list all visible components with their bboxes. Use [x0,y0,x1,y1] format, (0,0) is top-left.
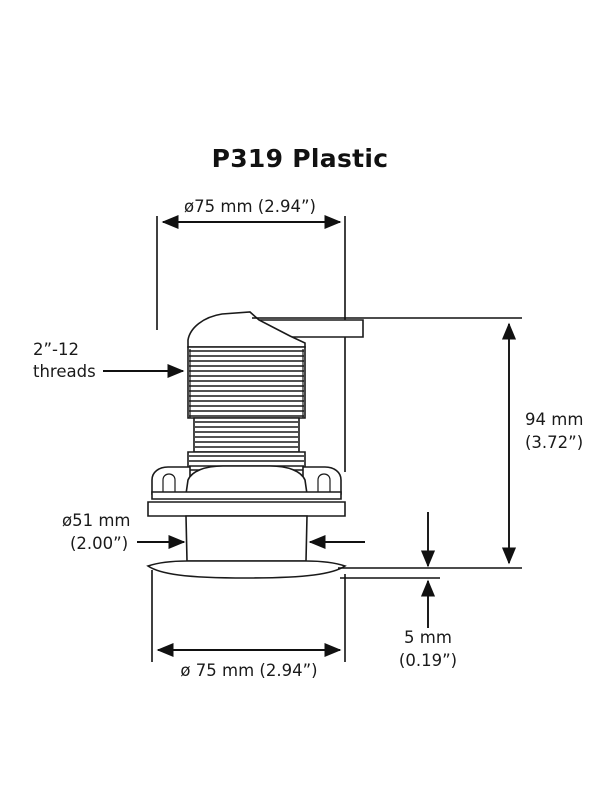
hull-nut-right-slot [317,473,331,492]
dimension-flange-thickness-line1: 5 mm [404,628,452,647]
hull-nut-right-wing [302,466,342,495]
dimension-flange-thickness-line2: (0.19”) [399,651,457,670]
dimension-stem-diameter-line1: ø51 mm [62,511,130,530]
hull-nut [151,465,342,500]
transducer-body [146,311,364,579]
washer-plate [147,501,346,517]
thread-ridges-mid [195,421,298,448]
dimension-stem-diameter: ø51 mm (2.00”) [62,511,365,553]
page-title: P319 Plastic [212,144,389,173]
thread-flank-ticks-upper [189,349,304,418]
hull-nut-center-boss [185,465,308,495]
threaded-shaft-upper-outline [187,346,306,419]
dimension-overall-height: 94 mm (3.72”) [252,317,583,569]
dimension-flange-thickness: 5 mm (0.19”) [340,512,457,670]
stem-shaft [185,515,308,562]
hull-nut-base-rim [151,491,342,500]
transducer-dome [187,311,306,348]
dimension-overall-height-line1: 94 mm [525,410,583,429]
dimension-bottom-diameter: ø 75 mm (2.94”) [151,570,346,680]
dimension-bottom-diameter-label: ø 75 mm (2.94”) [180,661,317,680]
dimension-top-diameter: ø75 mm (2.94”) [156,197,346,472]
dimension-overall-height-line2: (3.72”) [525,433,583,452]
hull-nut-left-wing [151,466,191,495]
thread-ridges-upper [189,350,304,417]
dimension-stem-diameter-line2: (2.00”) [70,534,128,553]
hull-nut-left-slot [162,473,176,492]
callout-thread-spec-line1: 2”-12 [33,340,79,359]
dimension-top-diameter-label: ø75 mm (2.94”) [184,197,316,216]
callout-thread-spec-line2: threads [33,362,96,381]
callout-thread-spec: 2”-12 threads [33,340,185,381]
bottom-flange-lens [146,560,347,579]
